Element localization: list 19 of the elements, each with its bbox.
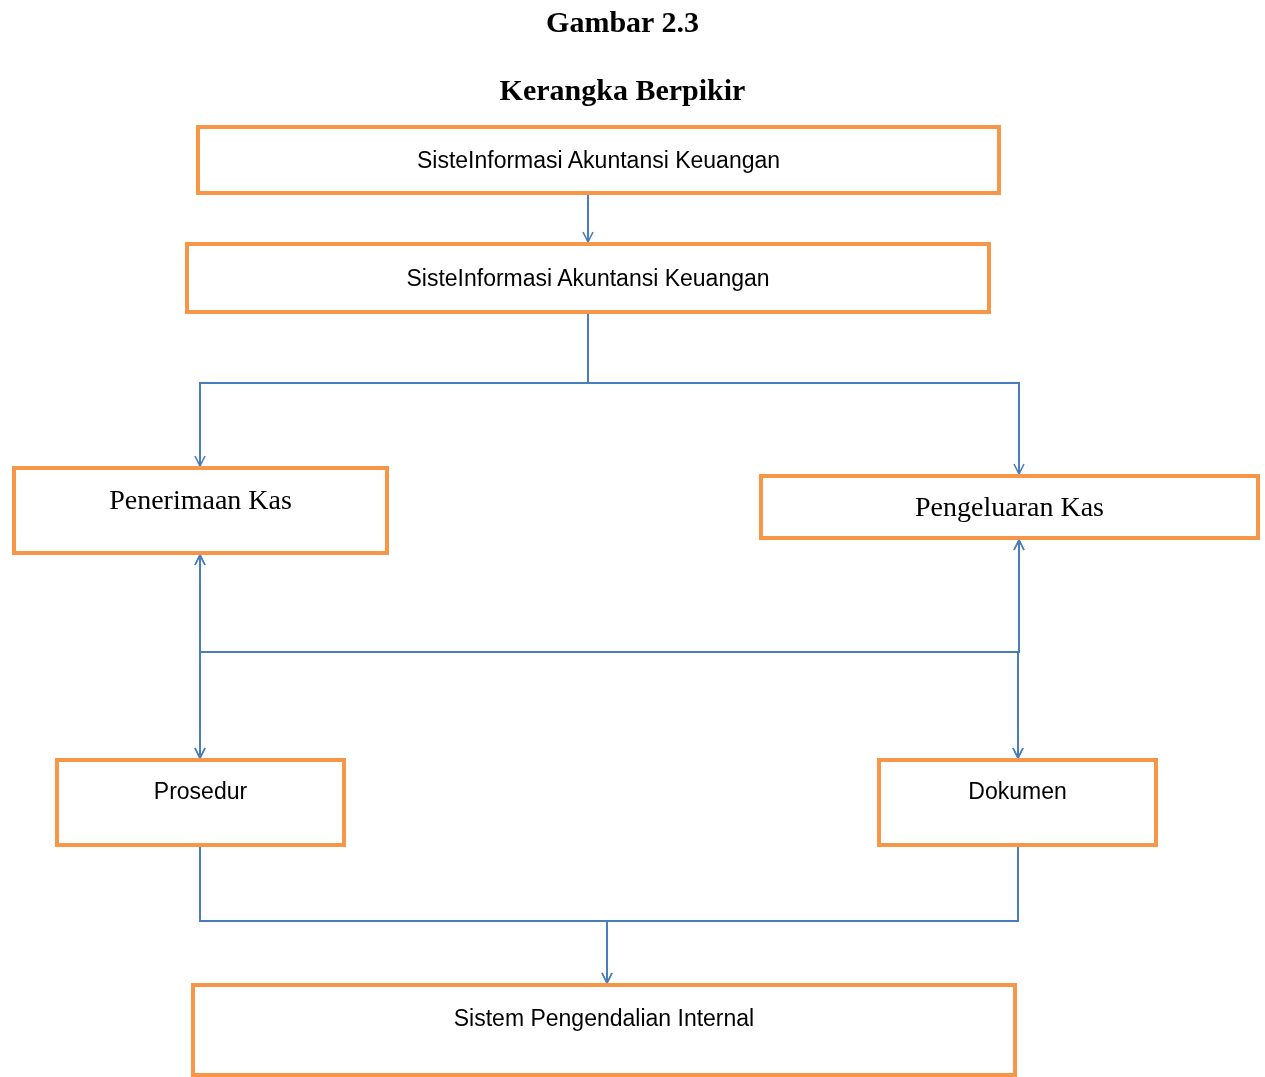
box-label: Pengeluaran Kas [915, 491, 1104, 523]
arrow [601, 846, 1019, 984]
process-box [191, 983, 1017, 1077]
arrow [582, 194, 594, 243]
box-label: SisteInformasi Akuntansi Keuangan [416, 146, 781, 174]
process-box [185, 242, 991, 314]
process-box [877, 758, 1158, 847]
figure-caption: Kerangka Berpikir [498, 73, 747, 107]
process-box [55, 758, 346, 847]
process-box [12, 466, 389, 555]
box-label: Prosedur [153, 778, 248, 805]
box-label: Dokumen [968, 778, 1067, 805]
arrow [1012, 539, 1025, 759]
box-label: Penerimaan Kas [109, 484, 292, 516]
box-label: SisteInformasi Akuntansi Keuangan [406, 264, 770, 292]
figure-title: Gambar 2.3 [545, 5, 700, 39]
process-box [759, 474, 1260, 540]
box-label: Sistem Pengendalian Internal [453, 1005, 755, 1032]
process-box [196, 125, 1001, 195]
